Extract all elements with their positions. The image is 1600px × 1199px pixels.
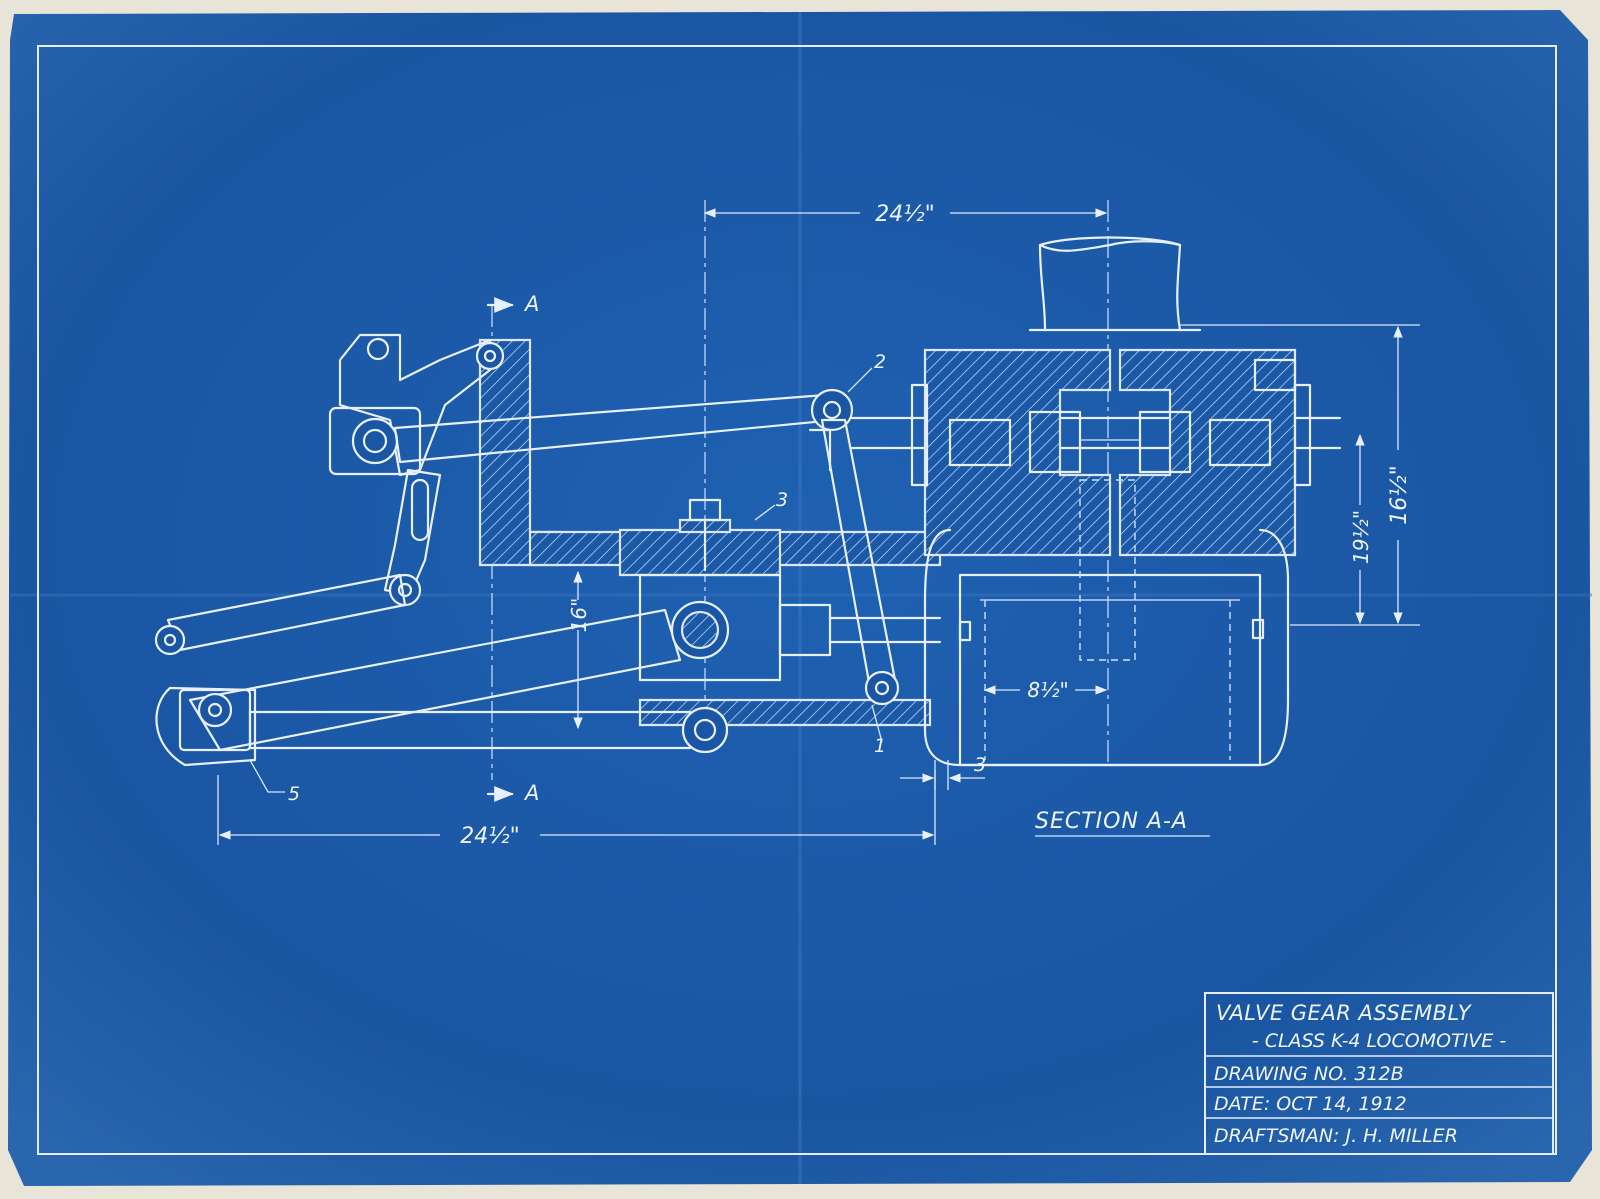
- dim-bottom-width: 24½": [460, 824, 519, 849]
- title-block-draftsman: DRAFTSMAN: J. H. MILLER: [1214, 1125, 1458, 1147]
- dim-right-height: 16½": [1387, 465, 1412, 524]
- callout-2: 2: [874, 351, 886, 373]
- callout-1: 1: [874, 735, 886, 757]
- dim-vertical-mid: 16": [567, 598, 591, 633]
- callout-5: 5: [288, 783, 300, 805]
- dim-gap: 3: [974, 754, 986, 776]
- dim-bore: 8½": [1027, 678, 1068, 702]
- callout-3: 3: [776, 489, 788, 511]
- title-block-title: VALVE GEAR ASSEMBLY: [1216, 1001, 1473, 1025]
- title-block-date: DATE: OCT 14, 1912: [1214, 1093, 1407, 1115]
- dimension-lines: [217, 208, 1420, 845]
- dimension-labels: 24½" 24½" 16½" 19½" 16" 8½" 3 A A 1 2 3 …: [288, 202, 1412, 849]
- dim-top-width: 24½": [875, 202, 934, 227]
- title-block-drawing-no: DRAWING NO. 312B: [1214, 1063, 1404, 1085]
- drawing-border: [37, 45, 1557, 1155]
- title-block-subtitle: - CLASS K-4 LOCOMOTIVE -: [1252, 1030, 1507, 1052]
- title-block: VALVE GEAR ASSEMBLY - CLASS K-4 LOCOMOTI…: [1204, 992, 1554, 1155]
- section-label: SECTION A-A: [1035, 809, 1188, 834]
- section-marker-bottom: A: [523, 781, 539, 805]
- valve-gear-mechanism: [154, 200, 1342, 802]
- dim-right-inner-height: 19½": [1349, 510, 1373, 564]
- section-marker-top: A: [523, 292, 539, 316]
